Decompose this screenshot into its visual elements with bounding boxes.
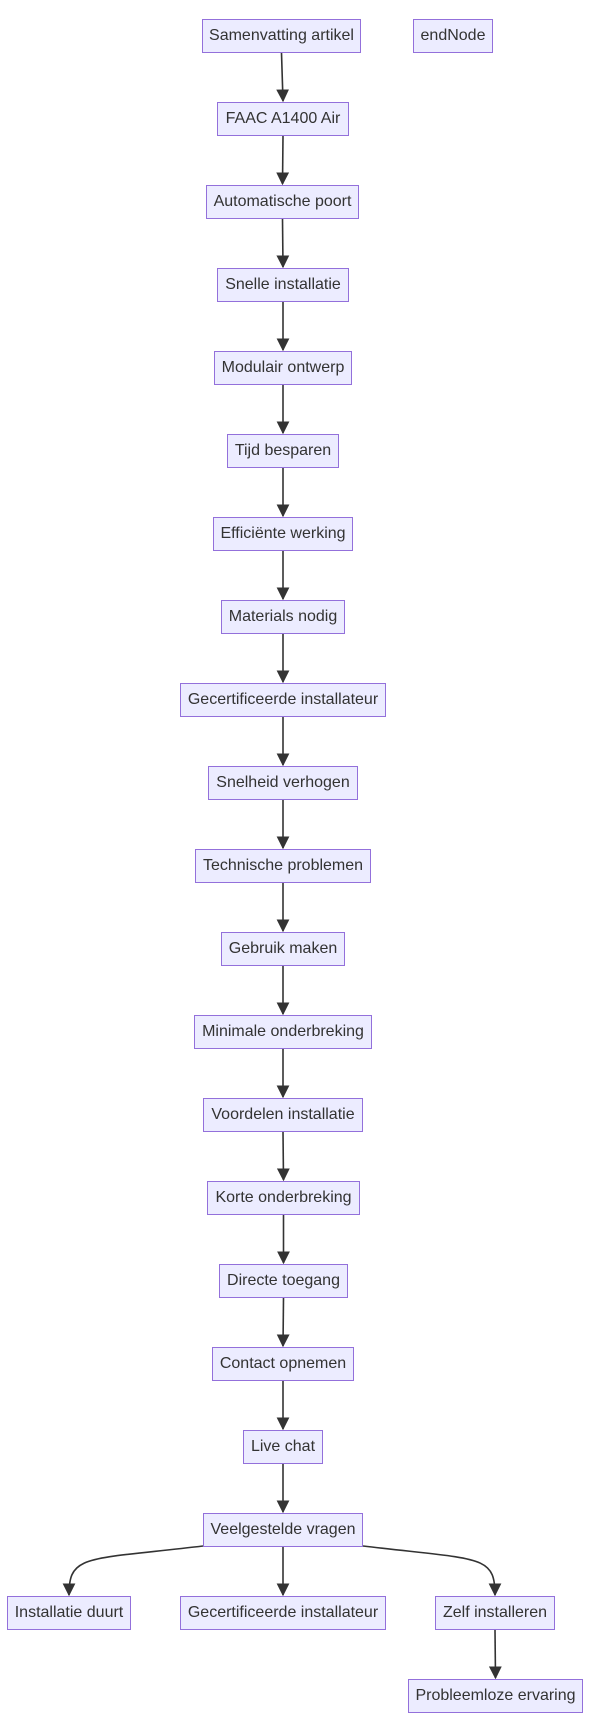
node-technische-problemen: Technische problemen <box>195 849 371 883</box>
node-installatie-duurt: Installatie duurt <box>7 1596 131 1630</box>
edge-zelf-to-probleemloze <box>488 1629 502 1680</box>
node-snelle-installatie: Snelle installatie <box>217 268 349 302</box>
node-modulair-ontwerp: Modulair ontwerp <box>214 351 352 385</box>
node-faac-a1400-air: FAAC A1400 Air <box>217 102 349 136</box>
edge-veelgestelde-to-zelf <box>362 1545 502 1597</box>
node-gebruik-maken: Gebruik maken <box>221 932 345 966</box>
edge-faac-to-automatische <box>276 135 290 186</box>
node-veelgestelde-vragen: Veelgestelde vragen <box>203 1513 363 1547</box>
node-voordelen-installatie: Voordelen installatie <box>203 1098 363 1132</box>
node-samenvatting-artikel: Samenvatting artikel <box>202 19 361 53</box>
node-gecertificeerde-installateur-2: Gecertificeerde installateur <box>180 1596 386 1630</box>
node-automatische-poort: Automatische poort <box>206 185 359 219</box>
node-live-chat: Live chat <box>243 1430 323 1464</box>
node-korte-onderbreking: Korte onderbreking <box>207 1181 360 1215</box>
node-tijd-besparen: Tijd besparen <box>227 434 339 468</box>
node-probleemloze-ervaring: Probleemloze ervaring <box>408 1679 583 1713</box>
node-efficiente-werking: Efficiënte werking <box>213 517 353 551</box>
edge-automatische-to-snelle <box>276 218 290 269</box>
edge-voordelen-to-korte <box>276 1131 290 1182</box>
node-directe-toegang: Directe toegang <box>219 1264 348 1298</box>
node-contact-opnemen: Contact opnemen <box>212 1347 354 1381</box>
node-snelheid-verhogen: Snelheid verhogen <box>208 766 358 800</box>
node-zelf-installeren: Zelf installeren <box>435 1596 555 1630</box>
node-materials-nodig: Materials nodig <box>221 600 345 634</box>
edge-directe-to-contact <box>276 1297 290 1348</box>
node-endnode: endNode <box>413 19 493 53</box>
node-gecertificeerde-installateur: Gecertificeerde installateur <box>180 683 386 717</box>
node-minimale-onderbreking: Minimale onderbreking <box>194 1015 372 1049</box>
edge-veelgestelde-to-installatieduurt <box>62 1545 204 1597</box>
edge-samenvatting-to-faac <box>276 52 290 103</box>
